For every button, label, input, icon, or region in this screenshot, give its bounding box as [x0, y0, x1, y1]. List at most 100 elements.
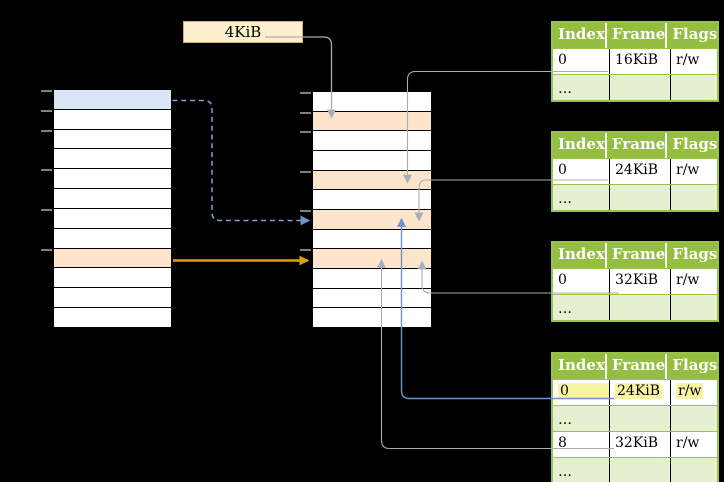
table-cell	[609, 185, 670, 210]
table-cell: r/w	[670, 269, 717, 294]
memory-row	[313, 210, 431, 230]
address-tick	[300, 131, 311, 134]
memory-row	[313, 308, 431, 329]
memory-row	[313, 92, 431, 112]
address-tick	[41, 90, 52, 92]
address-tick	[41, 209, 52, 211]
highlighted-value: 0	[558, 383, 609, 399]
memory-row	[54, 149, 171, 170]
table-cell: …	[558, 191, 572, 207]
table-cell: …	[558, 464, 572, 480]
address-tick	[41, 248, 52, 251]
address-tick	[300, 170, 311, 173]
table-cell: 24KiB	[609, 159, 670, 184]
table-header-index: Index	[558, 135, 605, 153]
memory-row	[54, 308, 171, 328]
table-cell	[609, 406, 670, 431]
memory-row	[54, 248, 171, 269]
table-cell: …	[558, 81, 572, 97]
table-header-flags: Flags	[665, 23, 717, 48]
memory-row	[54, 208, 171, 229]
table-cell: 8	[558, 435, 567, 451]
table-header-flags: Flags	[665, 354, 717, 379]
address-tick	[41, 169, 52, 172]
address-tick	[300, 92, 311, 94]
memory-row	[54, 169, 171, 190]
table-header-frame: Frame	[604, 354, 665, 379]
table-row: …	[553, 184, 717, 210]
memory-row	[54, 90, 171, 110]
physical-memory-column	[300, 91, 432, 329]
table-cell: …	[558, 301, 572, 317]
table-row: …	[553, 294, 717, 320]
address-tick	[41, 129, 52, 132]
table-cell: 24KiB	[609, 380, 670, 405]
table-row: …	[553, 405, 717, 431]
table-cell: …	[558, 412, 572, 428]
table-cell	[670, 185, 717, 210]
table-cell: r/w	[670, 380, 717, 405]
address-tick	[300, 210, 311, 212]
memory-row	[54, 228, 171, 249]
table-cell	[670, 295, 717, 320]
table-cell: r/w	[670, 432, 717, 457]
table-cell	[670, 75, 717, 100]
table-cell: 0	[558, 52, 567, 68]
memory-row	[313, 229, 431, 250]
table-header-flags: Flags	[665, 133, 717, 158]
table-cell: r/w	[670, 49, 717, 74]
memory-row	[54, 189, 171, 209]
memory-row	[54, 109, 171, 130]
table-cell	[609, 458, 670, 482]
memory-row	[313, 190, 431, 211]
table-cell	[670, 458, 717, 482]
table-cell	[670, 406, 717, 431]
memory-row	[54, 268, 171, 289]
address-tick	[300, 249, 311, 252]
memory-row	[313, 288, 431, 309]
memory-row	[54, 288, 171, 309]
address-tick	[300, 111, 311, 114]
table-row: …	[553, 457, 717, 482]
table-cell: 0	[558, 272, 567, 288]
address-tick	[41, 109, 52, 112]
memory-row	[313, 151, 431, 171]
table-cell	[609, 75, 670, 100]
page-size-label-text: 4KiB	[224, 23, 262, 41]
table-cell: 32KiB	[609, 269, 670, 294]
table-cell: r/w	[670, 159, 717, 184]
table-header-index: Index	[558, 356, 605, 374]
memory-row	[313, 249, 431, 270]
memory-row	[313, 111, 431, 132]
page-size-label: 4KiB	[183, 21, 303, 43]
table-header-frame: Frame	[604, 243, 665, 268]
table-cell: 0	[558, 162, 567, 178]
table-cell: 16KiB	[609, 49, 670, 74]
highlighted-value: r/w	[676, 383, 704, 399]
table-cell: 0	[553, 380, 609, 405]
table-cell: 32KiB	[609, 432, 670, 457]
table-row: …	[553, 74, 717, 100]
table-header-index: Index	[558, 25, 605, 43]
virtual-memory-column	[41, 89, 172, 329]
memory-row	[54, 129, 171, 150]
memory-row	[313, 131, 431, 152]
table-header-index: Index	[558, 245, 605, 263]
arrow-virtual-page-dashed-icon	[172, 99, 311, 226]
memory-row	[313, 269, 431, 289]
table-header-flags: Flags	[665, 243, 717, 268]
